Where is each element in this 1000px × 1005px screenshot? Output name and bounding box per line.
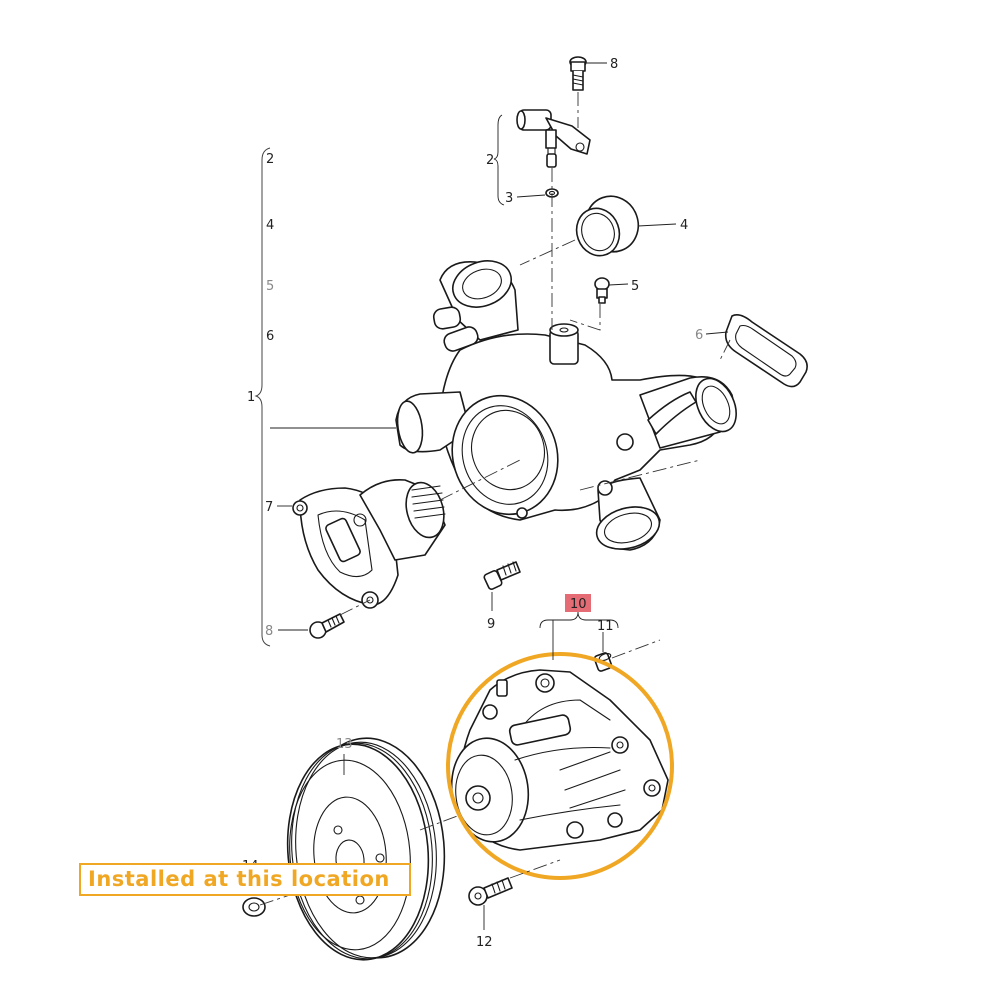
thermostat-7 (292, 478, 446, 609)
sleeve-4 (575, 195, 640, 257)
callout-13: 13 (336, 737, 353, 752)
callout-9: 9 (487, 617, 495, 632)
temperature-sensor (516, 109, 591, 168)
callout-3: 3 (505, 191, 513, 206)
callout-1: 1 (247, 390, 255, 405)
callout-11: 11 (597, 619, 614, 634)
callout-4-left: 4 (266, 218, 274, 233)
callout-8-top: 8 (610, 57, 618, 72)
callout-2-right: 2 (486, 153, 494, 168)
screw-14 (242, 897, 266, 917)
gasket-6 (724, 314, 808, 388)
bleed-screw-5 (594, 277, 610, 304)
assembly-bracket-1 (254, 147, 271, 647)
callout-2-left: 2 (266, 152, 274, 167)
screw-9 (483, 561, 521, 591)
belt-pulley-13 (286, 737, 446, 961)
install-location-label: Installed at this location (79, 863, 411, 896)
screw-8-bottom (309, 613, 345, 639)
callout-12: 12 (476, 935, 493, 950)
callout-6-right: 6 (695, 328, 703, 343)
install-highlight-circle (446, 652, 674, 880)
callout-8-bottom: 8 (265, 624, 273, 639)
callout-4-right: 4 (680, 218, 688, 233)
callout-5-right: 5 (631, 279, 639, 294)
screw-12 (468, 877, 513, 906)
callout-6-left: 6 (266, 329, 274, 344)
callout-5-left: 5 (266, 279, 274, 294)
screw-8-top (569, 56, 587, 91)
callout-10: 10 (570, 597, 587, 612)
assembly-axes (259, 92, 731, 906)
callout-7: 7 (265, 500, 273, 515)
callout-labels: 1 2 4 5 6 7 8 8 2 3 4 5 6 9 10 11 13 14 … (242, 57, 703, 950)
callout-10-highlight (565, 594, 591, 612)
water-pump-10 (450, 669, 669, 851)
leader-lines (270, 62, 729, 930)
coolant-housing (395, 260, 737, 551)
